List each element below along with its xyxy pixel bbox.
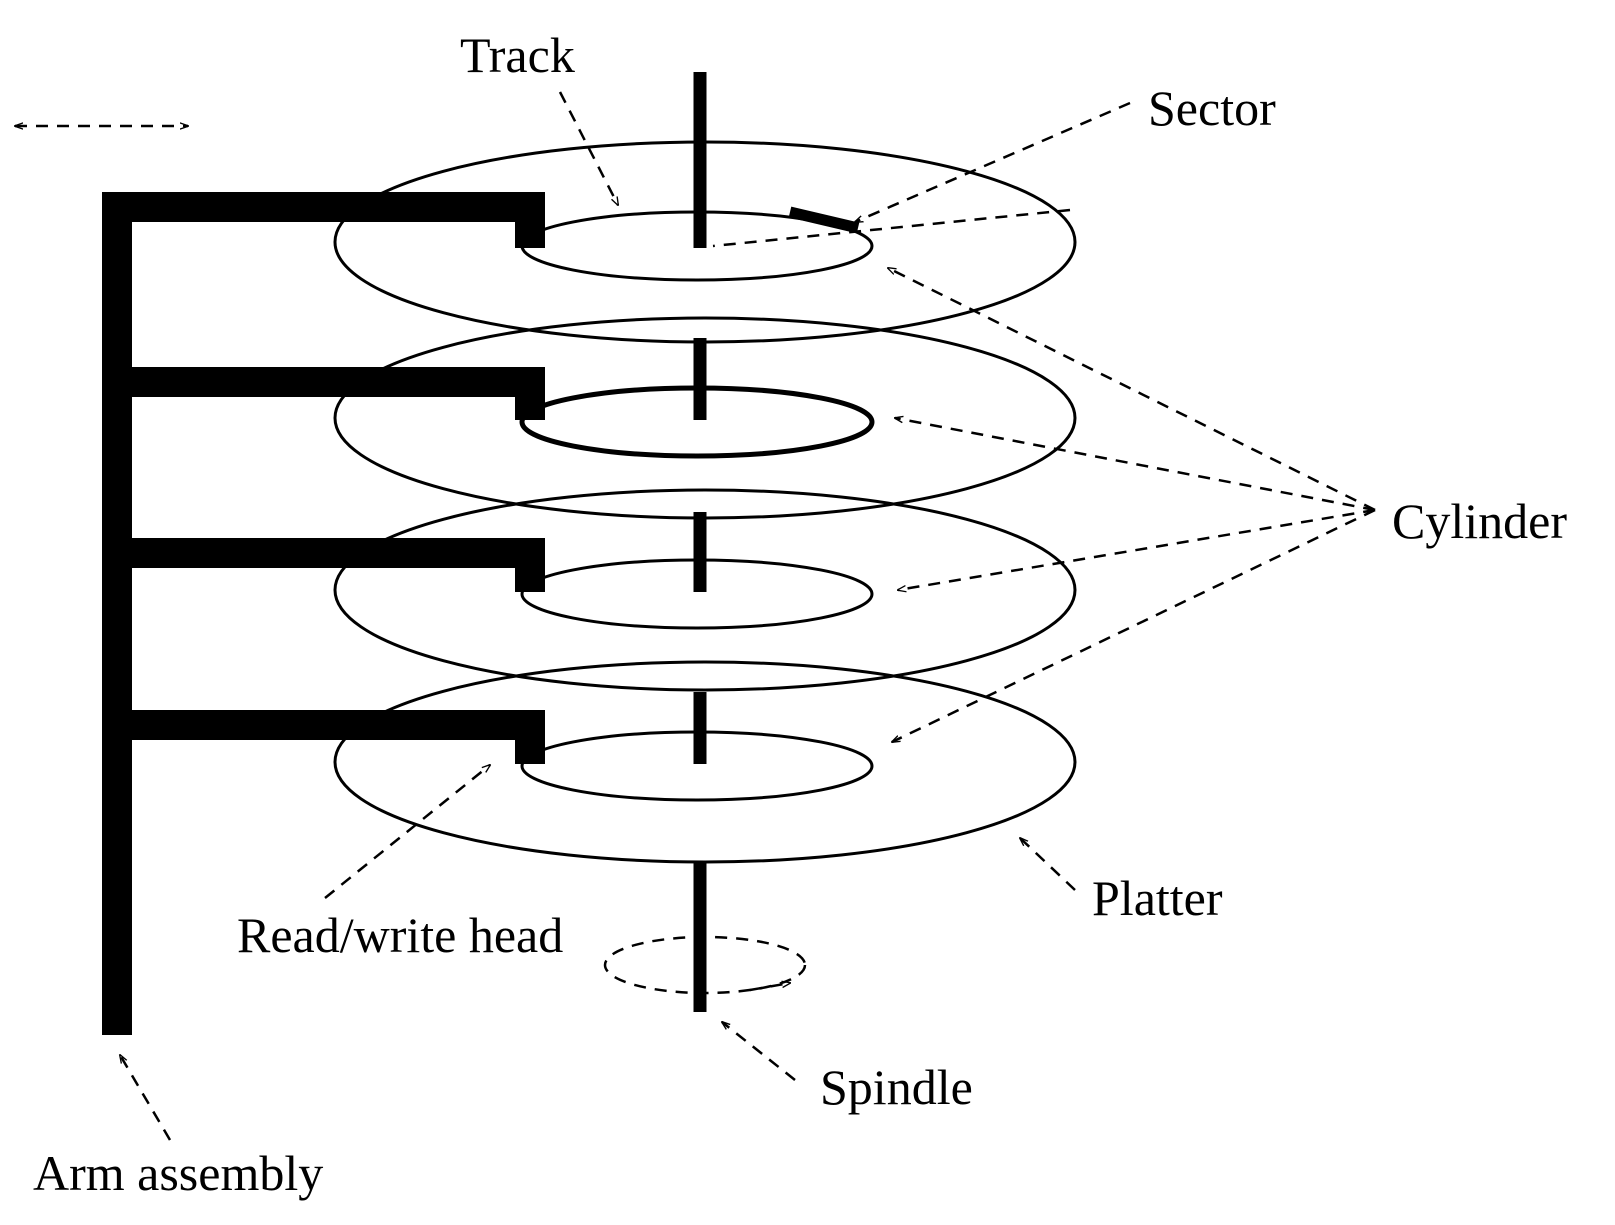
platter-label: Platter (1092, 870, 1223, 926)
track-label: Track (460, 27, 575, 83)
leader-arrows (120, 91, 1376, 1141)
rotation-indicator (603, 935, 807, 995)
sector-mark (788, 206, 860, 234)
arm-assembly-label: Arm assembly (33, 1145, 323, 1201)
sector-label: Sector (1148, 80, 1276, 136)
cylinder-label: Cylinder (1392, 493, 1567, 549)
spindle-label: Spindle (820, 1059, 973, 1115)
read-write-head-label: Read/write head (237, 907, 563, 963)
arm-assembly (102, 192, 545, 1035)
